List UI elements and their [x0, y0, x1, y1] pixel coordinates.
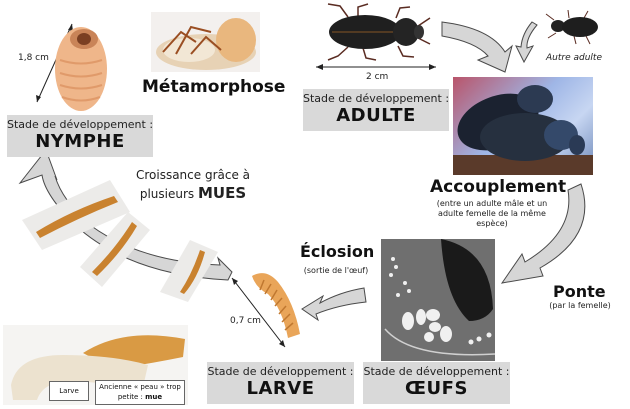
stage-label: Stade de développement :: [363, 365, 510, 378]
molt-callout-text: Ancienne « peau » trop petite :: [99, 383, 181, 401]
arrow-hatching: [301, 287, 367, 322]
eclosion-note: (sortie de l'œuf): [303, 266, 369, 275]
other-adult-photo: [544, 8, 604, 48]
larva-size-label: 0,7 cm: [230, 316, 261, 326]
metamorphose-title: Métamorphose: [142, 77, 286, 97]
croissance-mues: MUES: [197, 184, 247, 202]
stage-name-oeufs: ŒUFS: [405, 378, 468, 399]
accouplement-note: (entre un adulte mâle et un adulte femel…: [436, 199, 548, 228]
accouplement-title: Accouplement: [430, 177, 567, 197]
larva-growth-photo-3: [160, 240, 220, 302]
ponte-note: (par la femelle): [549, 301, 611, 310]
eggs-photo: [381, 239, 495, 361]
larva-size-line: [231, 277, 286, 348]
mating-photo: [453, 77, 593, 175]
larva-callout: Larve: [49, 381, 89, 401]
ponte-title: Ponte: [553, 282, 606, 301]
molt-photo: Larve Ancienne « peau » trop petite : mu…: [3, 325, 188, 405]
arrow-other-adult-to-mating: [515, 21, 538, 64]
nymph-photo: [50, 25, 112, 113]
metamorphosis-photo: [151, 12, 260, 72]
croissance-line1: Croissance grâce à: [135, 168, 251, 182]
stage-box-nymphe: Stade de développement : NYMPHE: [7, 115, 153, 157]
arrow-mating-to-laying: [500, 183, 586, 284]
molt-callout: Ancienne « peau » trop petite : mue: [95, 380, 185, 405]
larva-growth-photo-2: [80, 212, 150, 287]
larva-newborn-photo: [246, 268, 306, 340]
stage-label: Stade de développement :: [207, 365, 354, 378]
stage-box-adulte: Stade de développement : ADULTE: [303, 89, 449, 131]
stage-label: Stade de développement :: [7, 118, 154, 131]
arrow-adult-to-mating: [441, 21, 513, 73]
stage-name-adulte: ADULTE: [336, 105, 416, 126]
stage-label: Stade de développement :: [303, 92, 450, 105]
adult-size-label: 2 cm: [366, 72, 389, 82]
croissance-line2: plusieurs MUES: [128, 184, 258, 203]
larva-growth-photo-1: [22, 180, 130, 250]
molt-callout-bold: mue: [145, 393, 163, 401]
croissance-line2-prefix: plusieurs: [139, 187, 195, 201]
nymph-size-label: 1,8 cm: [18, 53, 49, 63]
stage-name-nymphe: NYMPHE: [35, 131, 125, 152]
other-adult-label: Autre adulte: [546, 53, 602, 63]
stage-box-oeufs: Stade de développement : ŒUFS: [363, 362, 510, 404]
stage-box-larve: Stade de développement : LARVE: [207, 362, 354, 404]
stage-name-larve: LARVE: [246, 378, 315, 399]
eclosion-title: Éclosion: [300, 242, 375, 261]
croissance-text: Croissance grâce à plusieurs MUES: [128, 166, 258, 203]
adult-photo: [318, 2, 434, 62]
